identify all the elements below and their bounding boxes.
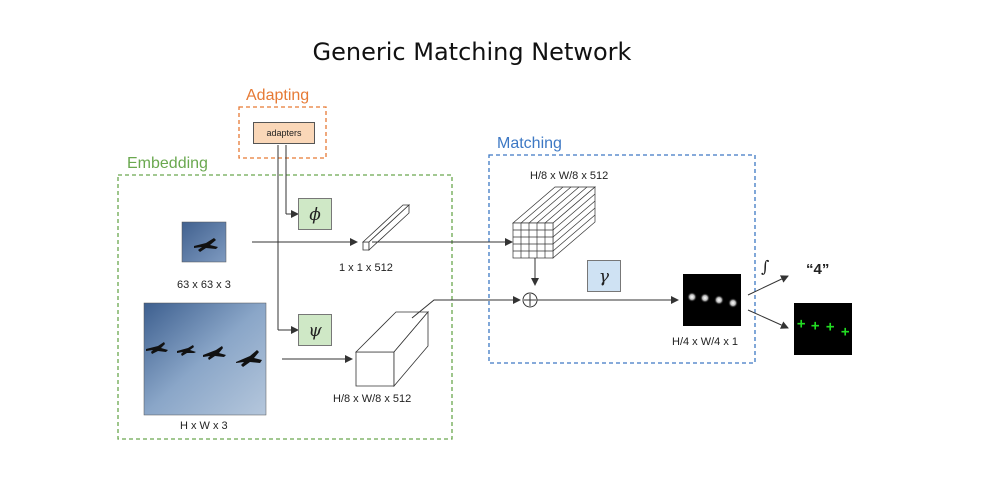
template-feature-dims: 1 x 1 x 512 — [339, 262, 393, 274]
detection-marker: + — [797, 316, 806, 332]
density-map — [683, 274, 741, 326]
detection-marker: + — [811, 318, 820, 334]
template-feature — [361, 204, 411, 251]
tiled-feature-cube — [512, 186, 596, 259]
adapting-label: Adapting — [246, 87, 310, 104]
template-image — [181, 221, 227, 263]
adapting-box — [238, 106, 327, 159]
diagram-title: Generic Matching Network — [312, 38, 632, 66]
integral-symbol: ∫ — [761, 257, 770, 276]
matching-box — [488, 154, 756, 364]
phi-box: ϕ — [298, 198, 332, 230]
gamma-box: γ — [587, 260, 621, 292]
search-image-dims: H x W x 3 — [180, 420, 228, 432]
psi-box: ψ — [298, 314, 332, 346]
adapters-box: adapters — [253, 122, 315, 144]
embedding-label: Embedding — [127, 155, 208, 172]
sum-node — [522, 292, 538, 308]
count-output: “4” — [806, 261, 830, 278]
detection-image — [794, 303, 852, 355]
detection-marker: + — [826, 319, 835, 335]
embedding-box — [117, 174, 453, 440]
matching-label: Matching — [497, 135, 562, 152]
density-map-dims: H/4 x W/4 x 1 — [672, 336, 739, 348]
detection-marker: + — [841, 324, 850, 340]
search-feature-dims: H/8 x W/8 x 512 — [333, 393, 412, 405]
template-image-dims: 63 x 63 x 3 — [177, 279, 231, 291]
tiled-feature-dims: H/8 x W/8 x 512 — [530, 170, 609, 182]
search-feature — [355, 310, 429, 388]
search-image — [143, 302, 267, 416]
